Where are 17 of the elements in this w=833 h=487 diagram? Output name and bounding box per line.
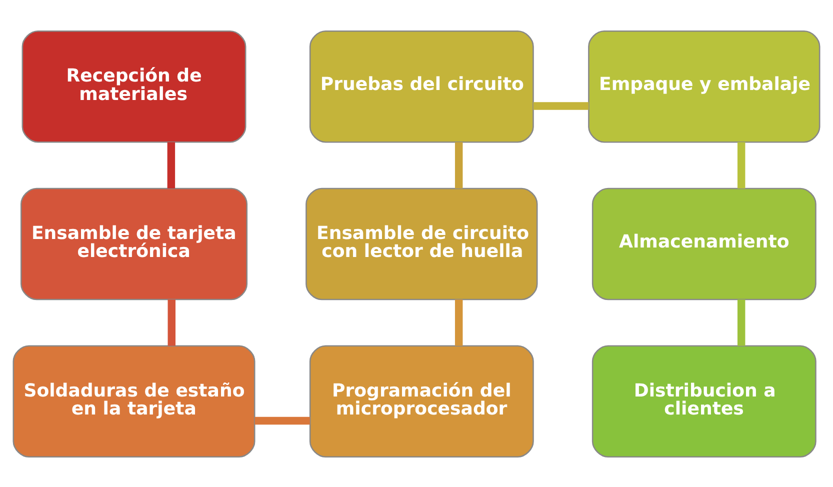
connector: [737, 142, 746, 188]
node-box: Empaque y embalaje: [588, 30, 820, 142]
connector: [737, 298, 746, 346]
connector: [454, 299, 463, 346]
node-box: Almacenamiento: [592, 187, 816, 300]
node-box: Ensamble de circuito con lector de huella: [306, 187, 538, 300]
connector: [168, 298, 176, 346]
node-box: Ensamble de tarjeta electrónica: [20, 187, 248, 300]
connector: [533, 102, 589, 110]
node-box: Programación del microprocesador: [309, 344, 534, 457]
connector: [254, 416, 310, 424]
node-box: Distribucion a clientes: [592, 344, 816, 457]
node-box: Soldaduras de estaño en la tarjeta: [12, 344, 256, 457]
connector: [454, 142, 463, 188]
connector: [167, 142, 176, 188]
node-box: Pruebas del circuito: [309, 30, 534, 142]
node-box: Recepción de materiales: [22, 30, 246, 142]
